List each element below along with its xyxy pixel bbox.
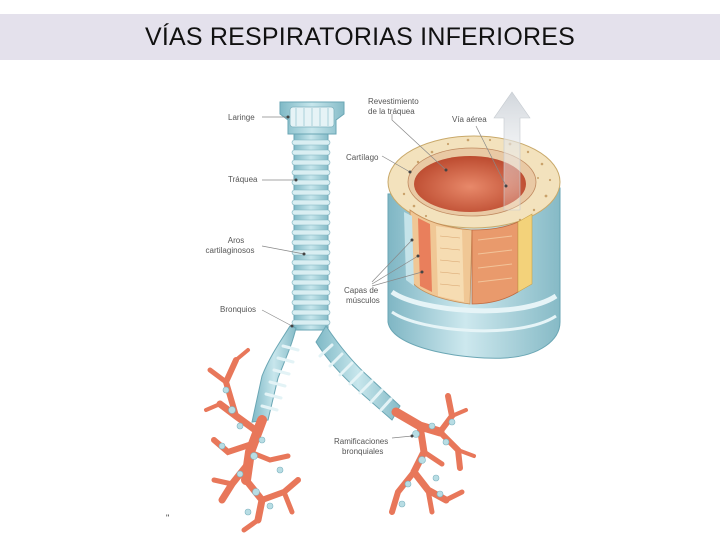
- cartilage-ring: [291, 239, 331, 246]
- cartilage-ring: [291, 169, 331, 176]
- airway-illustration: Laringe Tráquea Aros cartilaginosos Bron…: [166, 91, 561, 533]
- main-bronchi: [251, 325, 401, 423]
- label-traquea: Tráquea: [228, 175, 258, 184]
- cartilage-ring: [291, 299, 331, 306]
- title-bar: VÍAS RESPIRATORIAS INFERIORES: [0, 14, 720, 60]
- cartilage-ring: [291, 189, 331, 196]
- footnote-mark: ": [166, 513, 169, 523]
- cartilage-ring: [291, 289, 331, 296]
- cartilage-ring: [291, 179, 331, 186]
- trachea-cross-section: [387, 91, 561, 359]
- cartilage-rings: [291, 139, 331, 326]
- cartilage-ring: [291, 209, 331, 216]
- cartilage-ring: [291, 309, 331, 316]
- label-cartilago: Cartílago: [346, 153, 379, 162]
- cartilage-ring: [291, 279, 331, 286]
- label-revestimiento-line2: de la tráquea: [368, 107, 415, 116]
- cartilage-ring: [291, 139, 331, 146]
- label-revestimiento-line1: Revestimiento: [368, 97, 419, 106]
- larynx: [279, 101, 345, 135]
- branch-nodules: [218, 386, 456, 516]
- label-ramificaciones-line1: Ramificaciones: [334, 437, 388, 446]
- slide-title: VÍAS RESPIRATORIAS INFERIORES: [145, 22, 575, 51]
- cartilage-ring: [291, 219, 331, 226]
- cartilage-ring: [291, 159, 331, 166]
- cartilage-ring: [291, 319, 331, 326]
- label-capas-line2: músculos: [346, 296, 380, 305]
- label-laringe: Laringe: [228, 113, 255, 122]
- label-bronquios: Bronquios: [220, 305, 256, 314]
- bronchial-branches-left: [204, 348, 301, 533]
- cartilage-ring: [291, 199, 331, 206]
- cartilage-ring: [291, 259, 331, 266]
- cartilage-ring: [291, 269, 331, 276]
- airway-diagram: Laringe Tráquea Aros cartilaginosos Bron…: [0, 60, 720, 540]
- label-aros-line1: Aros: [228, 236, 244, 245]
- cartilage-ring: [291, 149, 331, 156]
- leader-lines: [261, 114, 508, 439]
- label-via-aerea: Vía aérea: [452, 115, 487, 124]
- label-ramificaciones-line2: bronquiales: [342, 447, 383, 456]
- label-aros-line2: cartilaginosos: [206, 246, 255, 255]
- bronchial-branches-right: [389, 393, 476, 515]
- label-capas-line1: Capas de: [344, 286, 379, 295]
- cartilage-ring: [291, 229, 331, 236]
